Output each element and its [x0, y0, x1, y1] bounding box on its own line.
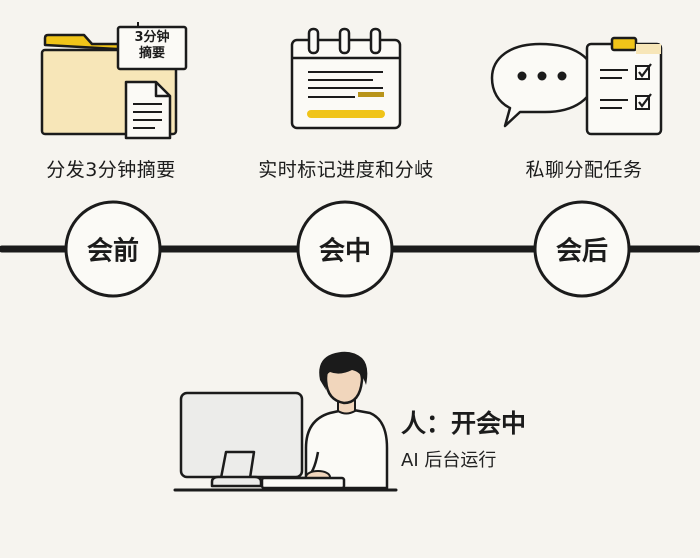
- stage-label-after: 会后: [555, 236, 609, 267]
- caption-during: 实时标记进度和分岐: [258, 159, 434, 181]
- keyboard-icon: [260, 476, 346, 490]
- summary-note-icon: [116, 22, 188, 71]
- summary-note-line2: 摘要: [138, 46, 165, 61]
- person-title: 人：开会中: [401, 409, 527, 438]
- chat-bubble-icon: [490, 42, 596, 128]
- caption-after: 私聊分配任务: [525, 159, 643, 181]
- caption-before: 分发3分钟摘要: [46, 159, 176, 181]
- stage-label-during: 会中: [318, 236, 372, 267]
- clipboard-checklist-icon: [585, 36, 663, 136]
- document-icon: [124, 80, 172, 140]
- stage-circle-during: [296, 200, 394, 298]
- summary-note-line1: 3分钟: [134, 30, 170, 45]
- stage-circle-after: [533, 200, 631, 298]
- calendar-notepad-icon: [290, 27, 402, 130]
- person-icon: [296, 351, 389, 490]
- stage-circle-before: [64, 200, 162, 298]
- monitor-icon: [179, 391, 304, 488]
- stage-label-before: 会前: [86, 236, 140, 267]
- person-subtitle: AI 后台运行: [401, 450, 497, 471]
- summary-note-text: 3分钟 摘要: [120, 30, 184, 62]
